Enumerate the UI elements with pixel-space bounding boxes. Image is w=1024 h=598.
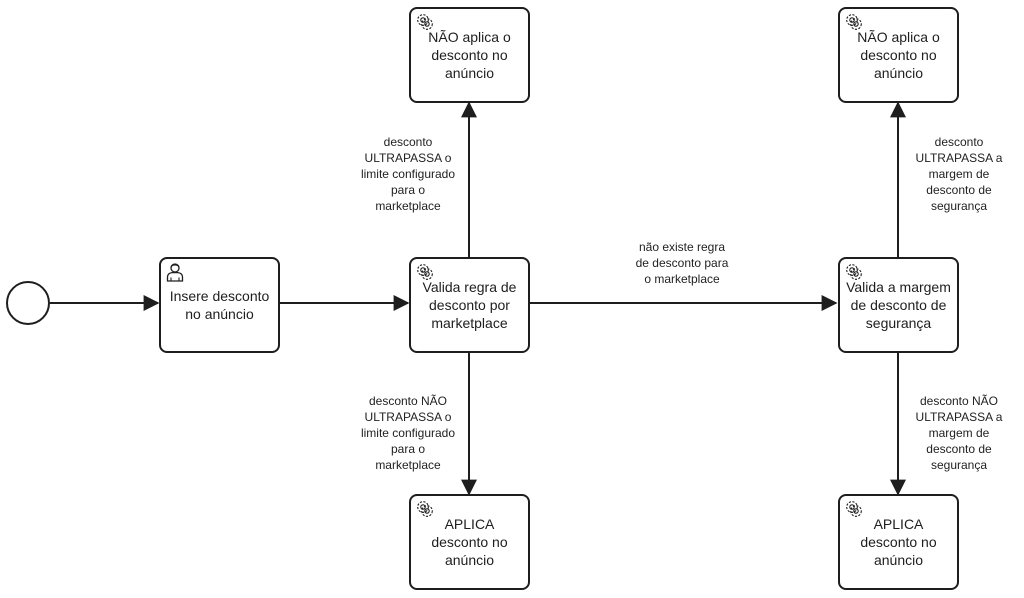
task-valida-regra-desconto[interactable]: Valida regra de desconto por marketplace bbox=[409, 257, 530, 353]
task-insere-desconto[interactable]: Insere desconto no anúncio bbox=[159, 257, 280, 353]
gear-icon bbox=[846, 14, 862, 30]
user-icon bbox=[166, 263, 184, 282]
gear-icon bbox=[846, 501, 862, 517]
task-nao-aplica-desconto-2[interactable]: NÃO aplica o desconto no anúncio bbox=[838, 7, 959, 103]
task-label: Valida regra de desconto por marketplace bbox=[422, 279, 517, 331]
gear-icon bbox=[417, 264, 433, 280]
task-aplica-desconto-2[interactable]: APLICA desconto no anúncio bbox=[838, 494, 959, 590]
flow-label-nao-ultrapassa-margem: desconto NÃO ULTRAPASSA a margem de desc… bbox=[915, 394, 1003, 472]
task-label: Valida a margem de desconto de segurança bbox=[846, 279, 951, 331]
task-aplica-desconto-1[interactable]: APLICA desconto no anúncio bbox=[409, 494, 530, 590]
gear-icon bbox=[417, 14, 433, 30]
task-label: APLICA desconto no anúncio bbox=[431, 516, 508, 568]
task-label: NÃO aplica o desconto no anúncio bbox=[857, 29, 940, 81]
task-label: APLICA desconto no anúncio bbox=[860, 516, 937, 568]
flow-label-ultrapassa-limite: desconto ULTRAPASSA o limite configurado… bbox=[360, 135, 456, 213]
flow-label-ultrapassa-margem: desconto ULTRAPASSA a margem de desconto… bbox=[915, 135, 1003, 213]
gear-icon bbox=[846, 264, 862, 280]
flow-label-nao-ultrapassa-limite: desconto NÃO ULTRAPASSA o limite configu… bbox=[360, 394, 456, 472]
task-valida-margem-seguranca[interactable]: Valida a margem de desconto de segurança bbox=[838, 257, 959, 353]
gear-icon bbox=[417, 501, 433, 517]
task-nao-aplica-desconto-1[interactable]: NÃO aplica o desconto no anúncio bbox=[409, 7, 530, 103]
flow-label-nao-existe-regra: não existe regra de desconto para o mark… bbox=[635, 240, 729, 286]
task-label: NÃO aplica o desconto no anúncio bbox=[428, 29, 511, 81]
start-event[interactable] bbox=[6, 281, 50, 325]
task-label: Insere desconto no anúncio bbox=[169, 288, 270, 322]
